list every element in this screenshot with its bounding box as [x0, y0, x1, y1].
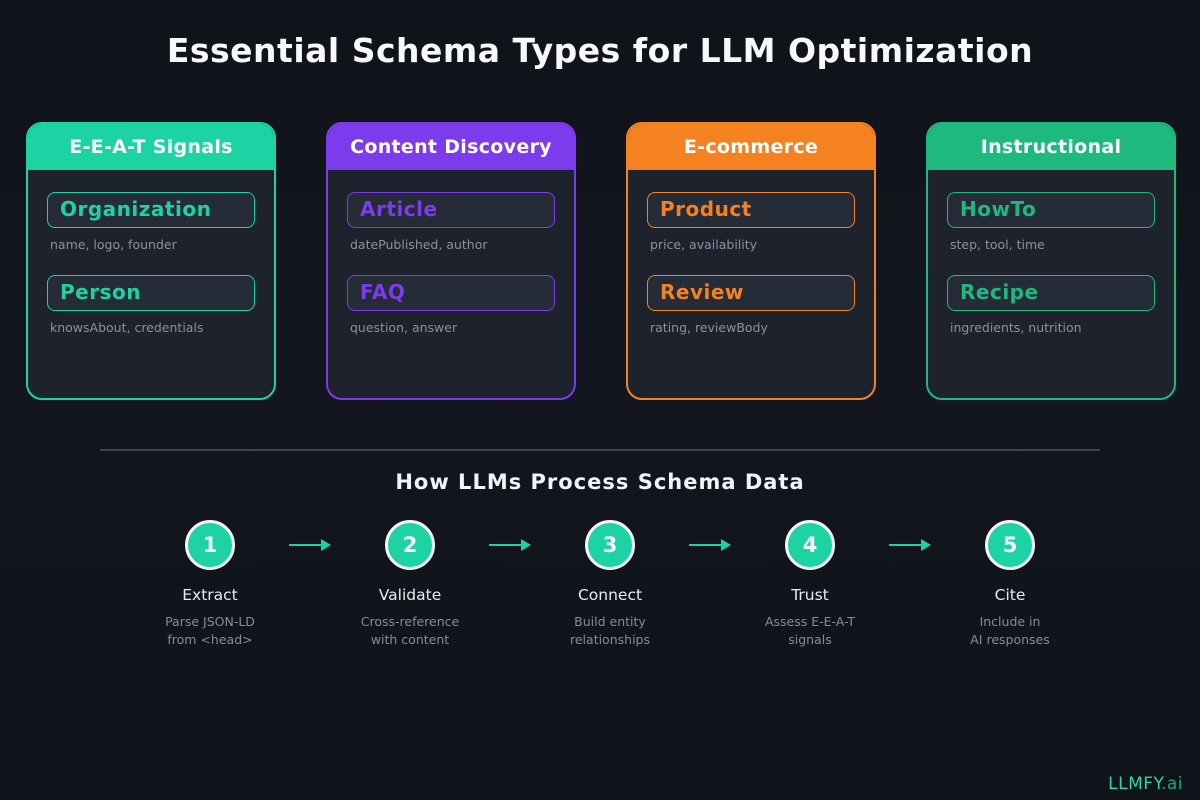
schema-type-label: Article: [360, 197, 438, 221]
schema-type-box: Organization: [47, 192, 255, 228]
schema-type-properties: knowsAbout, credentials: [50, 320, 204, 335]
step-number: 1: [202, 533, 218, 557]
card-header: Content Discovery: [328, 124, 574, 170]
process-step-validate: 2 Validate Cross-reference with content: [335, 520, 485, 649]
card-instructional: Instructional HowTo step, tool, time Rec…: [926, 122, 1176, 400]
step-number-badge: 3: [585, 520, 635, 570]
flow-arrow-icon: [885, 520, 935, 570]
step-number: 5: [1002, 533, 1018, 557]
step-number-badge: 4: [785, 520, 835, 570]
schema-type-box: Article: [347, 192, 555, 228]
schema-type-label: Product: [660, 197, 752, 221]
schema-type-box: Review: [647, 275, 855, 311]
step-number-badge: 1: [185, 520, 235, 570]
card-body: Organization name, logo, founder Person …: [28, 170, 274, 335]
step-description: Assess E-E-A-T signals: [764, 614, 856, 648]
card-body: HowTo step, tool, time Recipe ingredient…: [928, 170, 1174, 335]
step-description: Include in AI responses: [970, 614, 1050, 648]
card-header: Instructional: [928, 124, 1174, 170]
schema-cards-row: E-E-A-T Signals Organization name, logo,…: [26, 122, 1176, 400]
schema-type-box: Person: [47, 275, 255, 311]
flow-arrow-icon: [285, 520, 335, 570]
step-number: 3: [602, 533, 618, 557]
flow-arrow-icon: [485, 520, 535, 570]
schema-type-label: Person: [60, 280, 141, 304]
schema-type-label: HowTo: [960, 197, 1037, 221]
schema-type-properties: question, answer: [350, 320, 458, 335]
step-number-badge: 2: [385, 520, 435, 570]
step-label: Trust: [791, 586, 829, 604]
process-step-connect: 3 Connect Build entity relationships: [535, 520, 685, 649]
brand-name: LLMFY: [1108, 774, 1161, 794]
card-header: E-E-A-T Signals: [28, 124, 274, 170]
card-body: Article datePublished, author FAQ questi…: [328, 170, 574, 335]
schema-type-label: Recipe: [960, 280, 1039, 304]
step-label: Connect: [577, 586, 643, 604]
page-title: Essential Schema Types for LLM Optimizat…: [166, 31, 1034, 70]
schema-type-label: Review: [660, 280, 744, 304]
step-label: Extract: [182, 586, 238, 604]
process-heading: How LLMs Process Schema Data: [395, 470, 805, 494]
brand-suffix: .ai: [1160, 774, 1183, 794]
card-header: E-commerce: [628, 124, 874, 170]
card-body: Product price, availability Review ratin…: [628, 170, 874, 335]
schema-type-box: Recipe: [947, 275, 1155, 311]
schema-type-box: Product: [647, 192, 855, 228]
process-flow: 1 Extract Parse JSON-LD from <head> 2 Va…: [135, 520, 1085, 649]
step-number-badge: 5: [985, 520, 1035, 570]
schema-type-box: HowTo: [947, 192, 1155, 228]
brand-footer: LLMFY.ai: [1108, 774, 1183, 794]
process-step-cite: 5 Cite Include in AI responses: [935, 520, 1085, 649]
section-divider: [100, 449, 1100, 451]
step-description: Parse JSON-LD from <head>: [165, 614, 255, 648]
schema-type-properties: price, availability: [650, 237, 758, 252]
process-step-extract: 1 Extract Parse JSON-LD from <head>: [135, 520, 285, 649]
step-label: Validate: [378, 586, 442, 604]
schema-type-label: FAQ: [360, 280, 406, 304]
schema-type-properties: step, tool, time: [950, 237, 1045, 252]
schema-type-label: Organization: [60, 197, 212, 221]
schema-type-properties: rating, reviewBody: [650, 320, 768, 335]
card-eeat-signals: E-E-A-T Signals Organization name, logo,…: [26, 122, 276, 400]
step-number: 2: [402, 533, 418, 557]
process-step-trust: 4 Trust Assess E-E-A-T signals: [735, 520, 885, 649]
step-description: Cross-reference with content: [360, 614, 460, 648]
card-content-discovery: Content Discovery Article datePublished,…: [326, 122, 576, 400]
schema-type-properties: datePublished, author: [350, 237, 488, 252]
card-ecommerce: E-commerce Product price, availability R…: [626, 122, 876, 400]
schema-type-properties: ingredients, nutrition: [950, 320, 1082, 335]
step-number: 4: [802, 533, 818, 557]
flow-arrow-icon: [685, 520, 735, 570]
schema-type-properties: name, logo, founder: [50, 237, 177, 252]
step-description: Build entity relationships: [570, 614, 650, 648]
schema-type-box: FAQ: [347, 275, 555, 311]
step-label: Cite: [994, 586, 1026, 604]
